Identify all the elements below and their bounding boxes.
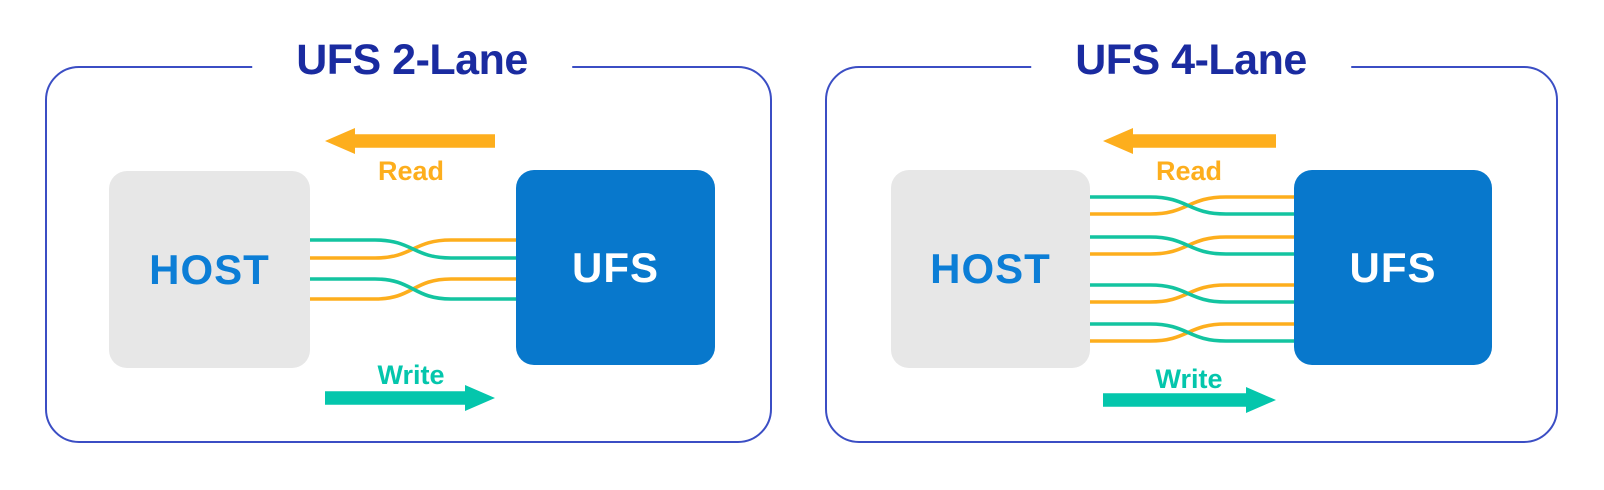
lane-teal-wire <box>303 238 525 260</box>
host-box: HOST <box>109 171 310 368</box>
host-label: HOST <box>149 245 270 293</box>
lane-teal-wire <box>1081 322 1303 343</box>
lane-wires-svg <box>303 238 525 301</box>
lane-teal-wire <box>1081 195 1303 216</box>
write-flow-label: Write <box>1155 364 1223 394</box>
host-label: HOST <box>930 245 1051 292</box>
panel-title-2-lane: UFS 2-Lane <box>252 38 572 82</box>
ufs-label: UFS <box>572 243 659 291</box>
panel-ufs-2-lane: HOST UFS Read Write <box>45 66 772 443</box>
lane-wires-svg <box>1081 195 1303 343</box>
panel-ufs-4-lane: HOST UFS Read Write <box>825 66 1558 443</box>
lane-teal-wire <box>1081 283 1303 304</box>
read-flow-label: Read <box>377 156 445 186</box>
host-box: HOST <box>891 170 1090 368</box>
ufs-box: UFS <box>516 170 715 365</box>
ufs-box: UFS <box>1294 170 1492 365</box>
read-flow-label: Read <box>1155 156 1223 186</box>
write-flow-label: Write <box>377 360 445 390</box>
lane-teal-wire <box>303 277 525 301</box>
ufs-label: UFS <box>1349 243 1437 291</box>
panel-title-4-lane: UFS 4-Lane <box>1031 38 1351 82</box>
lane-teal-wire <box>1081 235 1303 256</box>
